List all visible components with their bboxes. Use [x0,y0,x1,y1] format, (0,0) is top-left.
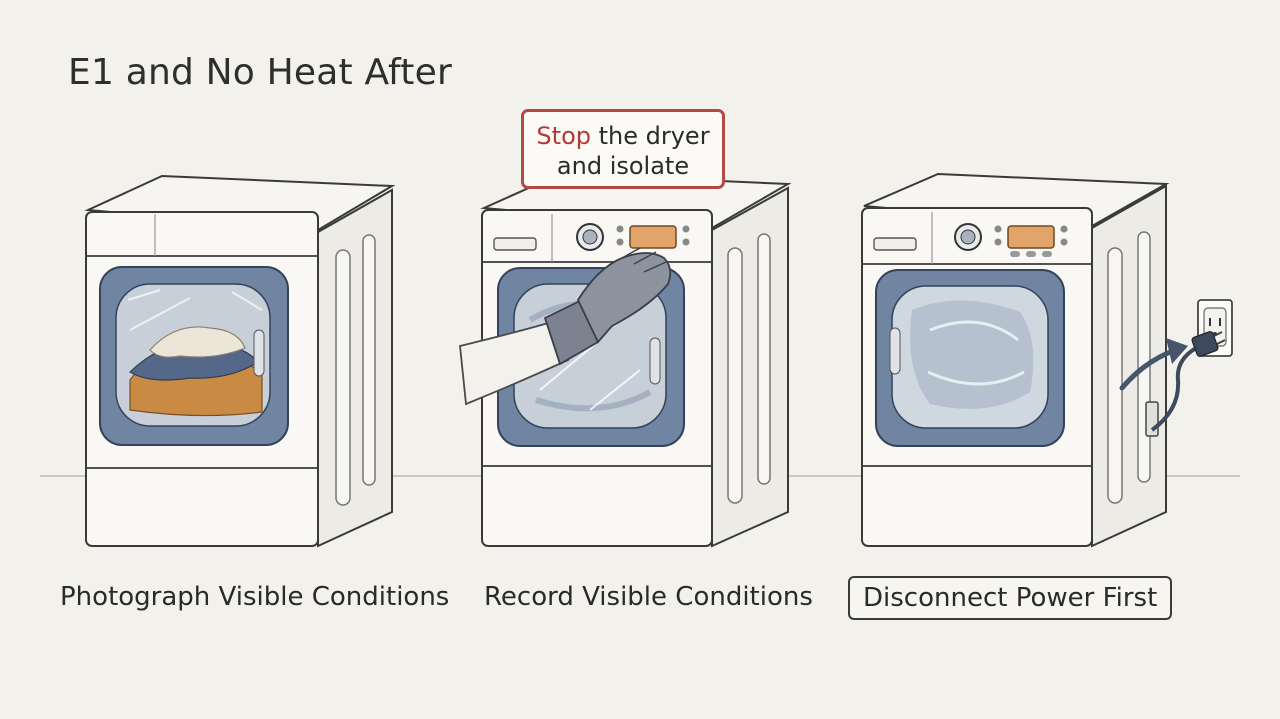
stop-callout: Stop the dryer and isolate [521,109,725,189]
callout-line-2: and isolate [556,152,690,180]
callout-line-1: Stop the dryer [524,121,722,151]
arrow-icon [1119,338,1188,391]
dryer-icon [84,174,396,548]
callout-stop-word: Stop [536,122,591,150]
step-1-caption: Photograph Visible Conditions [60,582,450,612]
plug-icon [1150,331,1226,432]
gloved-hand-icon [459,247,672,406]
dryer-icon [861,172,1170,548]
page-title: E1 and No Heat After [68,52,452,93]
step-3-caption: Disconnect Power First [848,576,1173,620]
step-2-caption: Record Visible Conditions [484,582,813,612]
callout-line-1-rest: the dryer [590,122,710,150]
